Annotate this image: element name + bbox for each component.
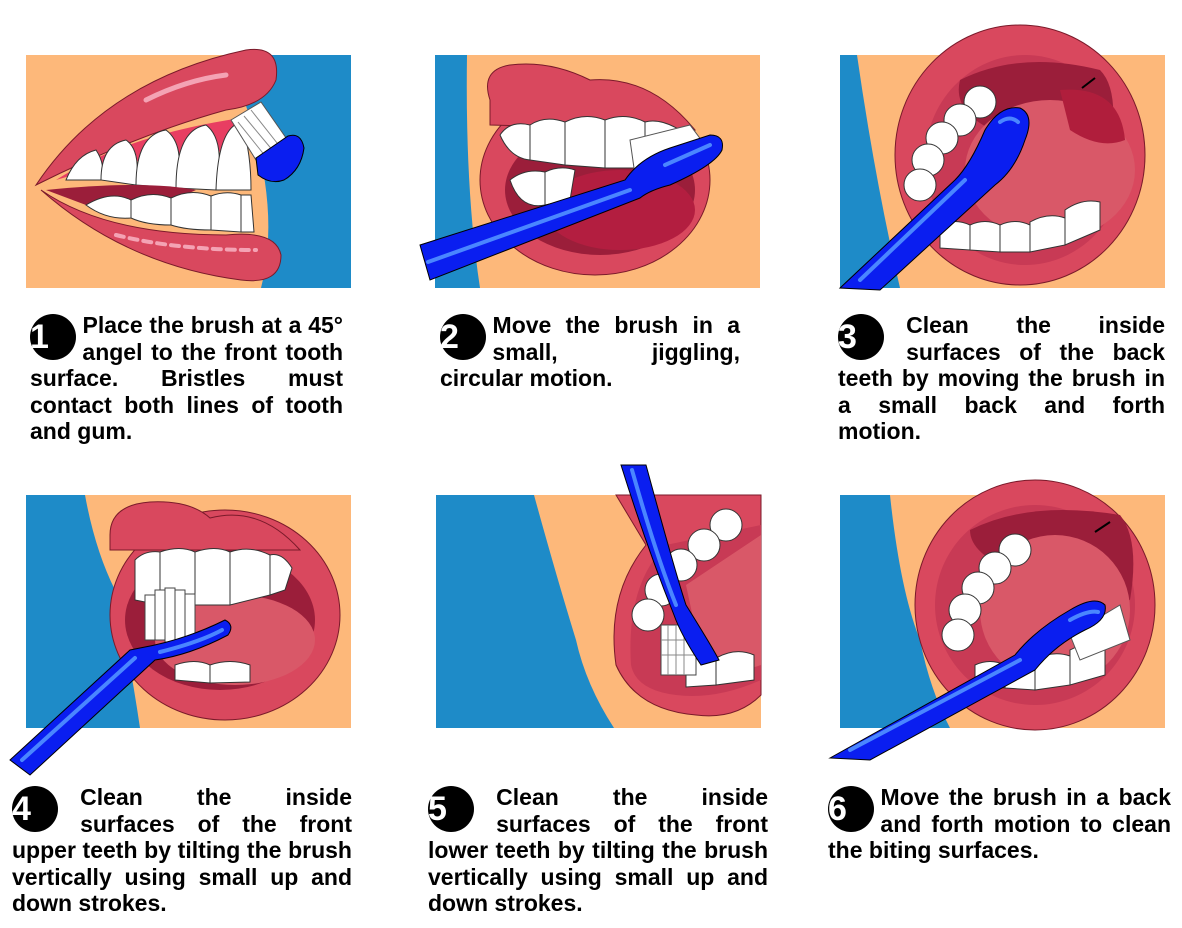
step-1-caption: 1 Place the brush at a 45° angel to the …: [30, 312, 343, 445]
step-instruction-text: Clean the inside surfaces of the front l…: [428, 784, 768, 916]
step-number-badge: 2: [440, 314, 486, 360]
step-5-caption: 5 Clean the inside surfaces of the front…: [428, 784, 768, 917]
mouth-biting-surfaces-icon: [828, 479, 1165, 761]
step-2-caption: 2 Move the brush in a small, jiggling, c…: [440, 312, 740, 392]
mouth-inside-upper-front-icon: [9, 495, 351, 776]
mouth-brushing-outer-icon: [419, 55, 760, 288]
step-3-caption: 3 Clean the inside surfaces of the back …: [838, 312, 1165, 445]
step-instruction-text: Clean the inside surfaces of the front u…: [12, 784, 352, 916]
step-number-badge: 1: [30, 314, 76, 360]
step-2-illustration: [419, 40, 760, 290]
step-4-caption: 4 Clean the inside surfaces of the front…: [12, 784, 352, 917]
step-4-illustration: [9, 490, 355, 780]
step-instruction-text: Clean the inside surfaces of the back te…: [838, 312, 1165, 444]
step-instruction-text: Move the brush in a back and forth motio…: [828, 784, 1171, 863]
step-number-badge: 6: [828, 786, 874, 832]
mouth-inside-lower-front-icon: [436, 464, 762, 728]
step-number-badge: 4: [12, 786, 58, 832]
step-number-badge: 5: [428, 786, 474, 832]
step-number-badge: 3: [838, 314, 884, 360]
mouth-open-inner-back-icon: [838, 24, 1165, 291]
step-instruction-text: Move the brush in a small, jiggling, cir…: [440, 312, 740, 391]
step-6-caption: 6 Move the brush in a back and forth mot…: [828, 784, 1171, 864]
step-5-illustration: [436, 464, 762, 730]
step-3-illustration: [820, 24, 1182, 291]
mouth-side-view-icon: [26, 48, 351, 288]
step-instruction-text: Place the brush at a 45° angel to the fr…: [30, 312, 343, 444]
step-1-illustration: [26, 40, 351, 288]
step-6-illustration: [828, 460, 1182, 761]
